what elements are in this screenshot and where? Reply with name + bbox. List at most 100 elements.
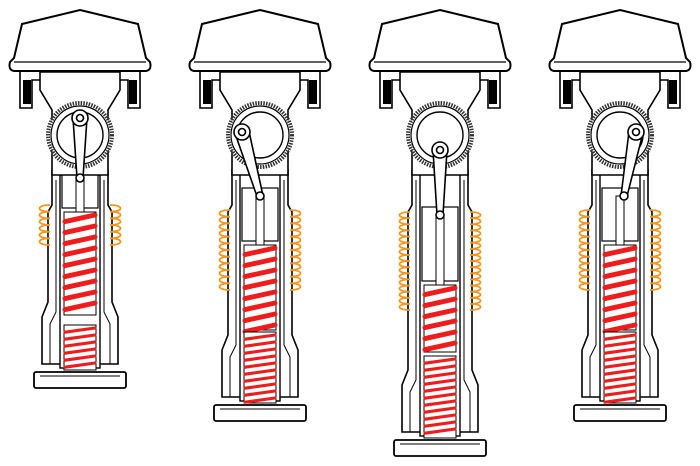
device-3: [368, 8, 512, 457]
upper-spring-coil: [62, 267, 98, 280]
wrist-pin: [435, 210, 445, 220]
base-plate: [573, 404, 667, 422]
upper-spring-coil: [602, 245, 638, 258]
upper-spring-coil: [242, 311, 278, 324]
column-inner-wall: [229, 180, 291, 397]
right-black-block: [669, 80, 677, 104]
lower-spring-coil: [63, 354, 97, 362]
lower-spring-coil: [63, 361, 97, 369]
upper-spring-coil: [602, 278, 638, 291]
device-4: [548, 8, 692, 422]
lower-spring-coil: [243, 333, 277, 341]
upper-spring-coil: [242, 289, 278, 302]
bellows: [469, 211, 482, 311]
lower-spring-coil: [63, 326, 97, 334]
lower-spring-coil: [603, 368, 637, 376]
crank-pin: [75, 113, 85, 123]
right-black-block: [129, 80, 137, 104]
upper-spring-coil: [422, 329, 458, 342]
lower-spring-coil: [423, 357, 457, 365]
column-inner-wall: [409, 180, 471, 432]
upper-spring-coil: [62, 256, 98, 269]
lower-spring-coil: [243, 347, 277, 355]
left-black-block: [383, 80, 391, 104]
lower-spring-coil: [423, 392, 457, 400]
right-black-block: [489, 80, 497, 104]
cap: [188, 8, 332, 72]
lower-spring-coil: [243, 382, 277, 390]
upper-spring-coil: [602, 322, 638, 335]
upper-spring-coil: [62, 234, 98, 247]
lower-spring-coil: [243, 361, 277, 369]
upper-spring-coil: [62, 278, 98, 291]
right-black-block: [309, 80, 317, 104]
upper-spring-coil: [602, 289, 638, 302]
upper-spring-coil: [602, 267, 638, 280]
upper-spring-coil: [422, 296, 458, 309]
bellows: [218, 209, 231, 291]
piston-rod: [615, 195, 625, 246]
lower-spring-coil: [603, 354, 637, 362]
bellows: [649, 209, 662, 291]
piston-rod: [255, 195, 265, 246]
lower-spring-coil: [423, 385, 457, 393]
crank-pin: [435, 145, 445, 155]
lower-spring-coil: [243, 368, 277, 376]
left-black-block: [23, 80, 31, 104]
base-plate: [33, 371, 127, 389]
left-black-block: [563, 80, 571, 104]
bellows: [38, 204, 51, 246]
cap: [368, 8, 512, 72]
lower-spring-coil: [423, 364, 457, 372]
lower-spring-coil: [243, 340, 277, 348]
bellows: [578, 209, 591, 291]
upper-spring-coil: [242, 256, 278, 269]
cap: [8, 8, 152, 72]
lower-spring-coil: [423, 427, 457, 435]
upper-spring-coil: [62, 289, 98, 302]
column-inner-wall: [589, 180, 651, 397]
lower-spring-coil: [423, 406, 457, 414]
upper-spring-coil: [242, 300, 278, 313]
upper-spring-coil: [422, 285, 458, 298]
lower-spring-coil: [603, 347, 637, 355]
lower-spring-coil: [243, 389, 277, 397]
lower-spring-coil: [423, 420, 457, 428]
lower-spring-coil: [603, 389, 637, 397]
upper-spring-coil: [602, 311, 638, 324]
upper-spring-coil: [62, 245, 98, 258]
lower-spring-coil: [603, 396, 637, 404]
lower-spring-coil: [603, 333, 637, 341]
lower-spring-coil: [603, 375, 637, 383]
lower-spring-coil: [603, 340, 637, 348]
bellows: [289, 209, 302, 291]
wrist-pin: [619, 191, 629, 201]
piston-rod: [435, 214, 445, 286]
lower-spring-coil: [243, 354, 277, 362]
lower-spring-coil: [243, 396, 277, 404]
upper-spring-coil: [602, 300, 638, 313]
upper-spring-coil: [242, 322, 278, 335]
lower-spring-coil: [63, 340, 97, 348]
bellows: [398, 211, 411, 311]
crank-pin: [631, 127, 641, 137]
base-plate: [393, 439, 487, 457]
upper-spring-coil: [62, 223, 98, 236]
lower-spring-coil: [63, 347, 97, 355]
bellows: [109, 204, 122, 246]
upper-spring-coil: [422, 318, 458, 331]
device-2: [188, 8, 332, 422]
upper-spring-coil: [602, 256, 638, 269]
lower-spring-coil: [603, 361, 637, 369]
lower-spring-coil: [423, 378, 457, 386]
upper-spring-coil: [242, 278, 278, 291]
column-inner-wall: [49, 180, 111, 364]
upper-spring-coil: [242, 267, 278, 280]
piston-rod: [75, 177, 85, 213]
upper-spring-coil: [422, 307, 458, 320]
lower-spring-coil: [243, 375, 277, 383]
lower-spring-coil: [423, 371, 457, 379]
device-1: [8, 8, 152, 389]
lower-spring-coil: [603, 382, 637, 390]
